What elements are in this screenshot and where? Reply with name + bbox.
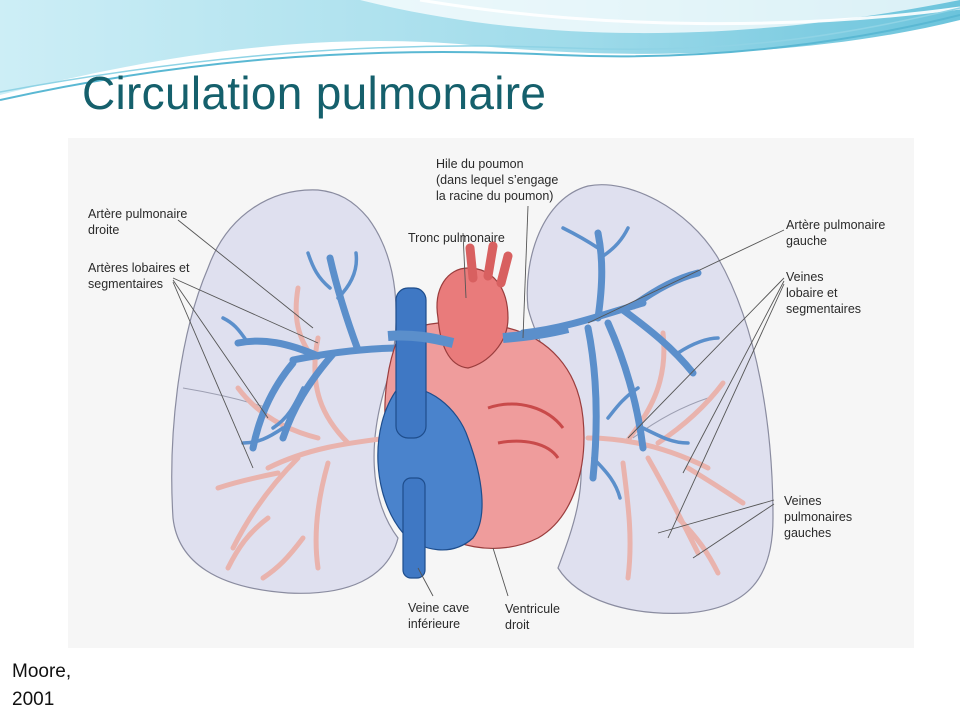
pulmonary-trunk [436,267,509,369]
superior-vena-cava [395,287,427,439]
pulmonary-circulation-diagram [68,138,914,648]
label-artere-pulmonaire-droite: Artère pulmonaire droite [88,207,188,237]
left-lung [526,184,774,614]
label-ventricule-droit: Ventricule droit [505,602,560,632]
label-hile-du-poumon: Hile du poumon (dans lequel s’engage la … [436,157,559,203]
label-veines-lobaire: Veines lobaire et segmentaires [786,270,862,316]
citation: Moore, 2001 [12,661,72,710]
header-wave-banner [0,0,960,101]
label-veines-pulmonaires-gauches: Veines pulmonaires gauches [784,494,853,540]
label-artere-pulmonaire-gauche: Artère pulmonaire gauche [786,218,886,248]
label-tronc-pulmonaire: Tronc pulmonaire [408,231,505,245]
slide-title: Circulation pulmonaire [82,67,547,119]
inferior-vena-cava [402,477,426,579]
label-arteres-lobaires: Artères lobaires et segmentaires [88,261,190,291]
aorta-branches [465,241,513,288]
label-veine-cave-inferieure: Veine cave inférieure [408,601,470,631]
